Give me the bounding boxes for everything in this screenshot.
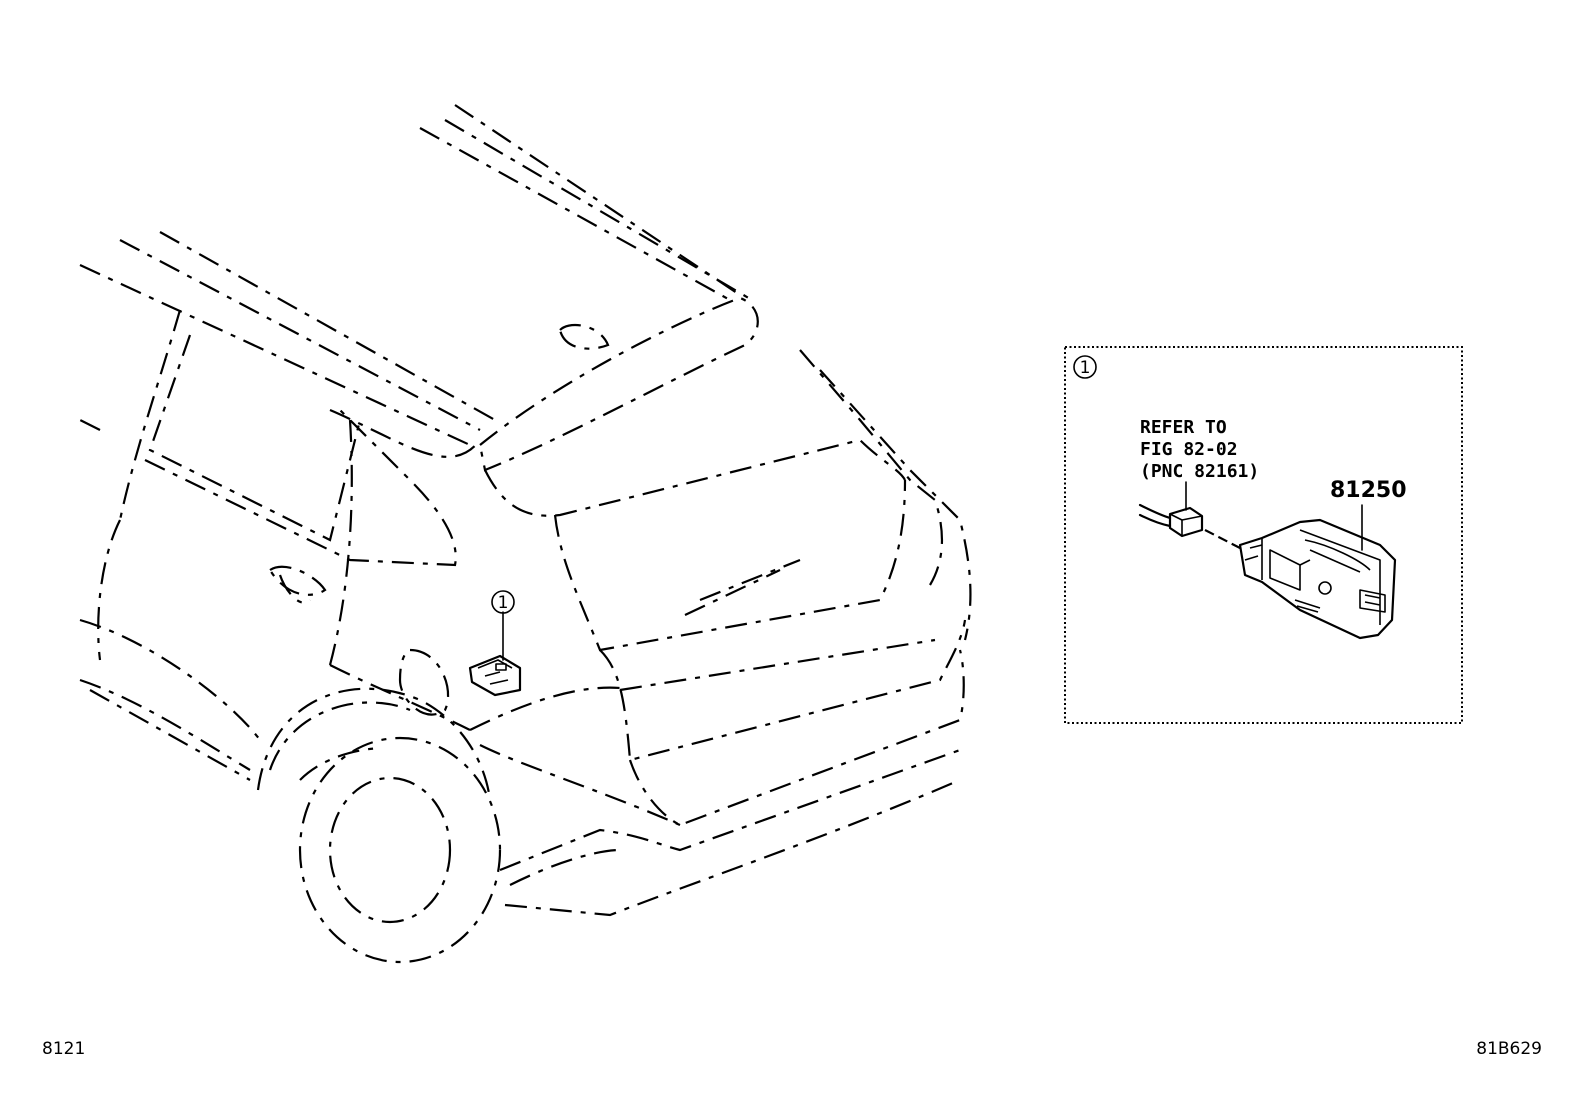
- callout-circle-icon: [491, 590, 515, 614]
- refer-line-2: FIG 82-02: [1140, 439, 1238, 460]
- vehicle-outline: [79, 104, 972, 964]
- harness-connector: [1138, 481, 1204, 538]
- refer-line-1: REFER TO: [1140, 417, 1227, 438]
- inset-circle-icon: [1073, 355, 1097, 379]
- inset-frame: [1064, 346, 1463, 724]
- part-81250: [1238, 518, 1397, 640]
- footer-left-code: 8121: [42, 1039, 85, 1059]
- inset-marker: 1: [1080, 358, 1091, 378]
- footer-right-code: 81B629: [1476, 1039, 1542, 1059]
- callout-number: 1: [498, 593, 509, 613]
- callout-leader: 1: [491, 590, 515, 661]
- part-number-label: 81250: [1330, 478, 1407, 503]
- refer-line-3: (PNC 82161): [1140, 461, 1259, 482]
- sensor-on-vehicle: [468, 654, 522, 697]
- detail-inset: 1 REFER TO FIG 82-02 (PNC 82161): [1064, 346, 1463, 724]
